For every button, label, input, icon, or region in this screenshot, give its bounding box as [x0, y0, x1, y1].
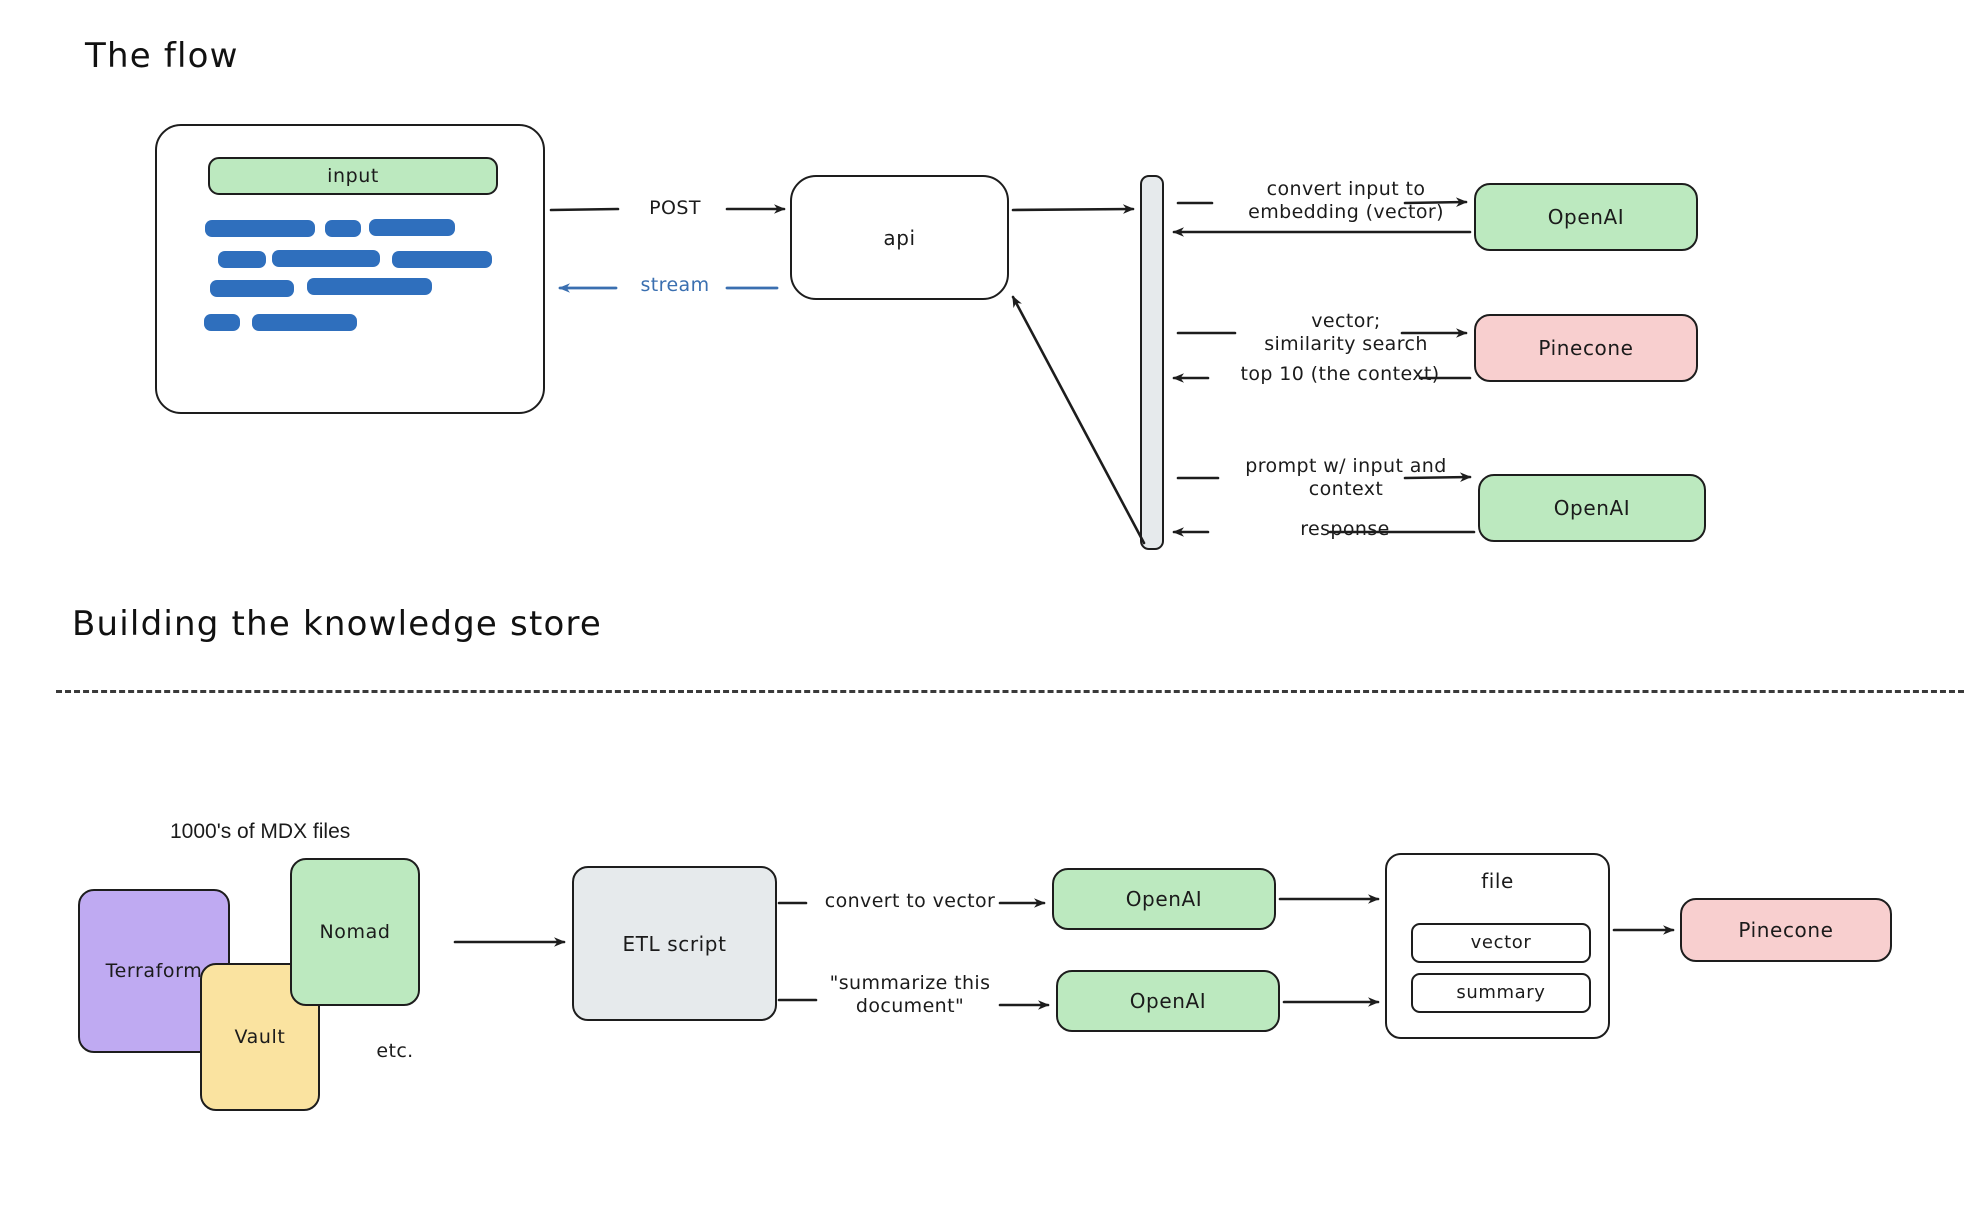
- sink-node-pinecone: Pinecone: [1680, 898, 1892, 962]
- placeholder-bar: [210, 280, 294, 297]
- placeholder-bar: [204, 314, 240, 331]
- file-record-field-label: summary: [1456, 982, 1546, 1003]
- etl-openai-summary-node: OpenAI: [1056, 970, 1280, 1032]
- service-node-pinecone: Pinecone: [1474, 314, 1698, 382]
- placeholder-bar: [252, 314, 357, 331]
- etl-node: ETL script: [572, 866, 777, 1021]
- arrow-lane-to-api-return: [1011, 295, 1146, 545]
- service-node-openai-embedding: OpenAI: [1474, 183, 1698, 251]
- branch-0-label: convert to vector: [824, 890, 996, 912]
- arrow-label-post: POST: [649, 197, 701, 219]
- etl-openai-label: OpenAI: [1129, 989, 1207, 1013]
- service-node-label: Pinecone: [1538, 336, 1634, 360]
- lane-1-request-label: vector; similarity search: [1264, 310, 1428, 356]
- source-card-label: Vault: [234, 1025, 286, 1048]
- sink-node-label: Pinecone: [1738, 918, 1834, 942]
- arrow-post-left-stub: [549, 207, 620, 212]
- etl-openai-label: OpenAI: [1125, 887, 1203, 911]
- placeholder-bar: [392, 251, 492, 268]
- lane-1-response-label: top 10 (the context): [1240, 363, 1440, 385]
- service-node-openai-completion: OpenAI: [1478, 474, 1706, 542]
- arrow-api-to-lane: [1011, 204, 1135, 214]
- api-node: api: [790, 175, 1009, 300]
- api-node-label: api: [883, 225, 916, 250]
- placeholder-bar: [307, 278, 432, 295]
- service-node-label: OpenAI: [1553, 496, 1631, 520]
- file-record-node: file vector summary: [1385, 853, 1610, 1039]
- section-title-the-flow: The flow: [85, 36, 239, 76]
- file-record-field-vector: vector: [1411, 923, 1591, 963]
- file-record-field-label: vector: [1470, 932, 1532, 953]
- lifeline-bar: [1140, 175, 1164, 550]
- section-title-knowledge-store: Building the knowledge store: [72, 604, 603, 644]
- placeholder-bar: [205, 220, 315, 237]
- file-record-title: file: [1481, 869, 1514, 893]
- input-field-label: input: [327, 164, 379, 187]
- placeholder-bar: [218, 251, 266, 268]
- input-field[interactable]: input: [208, 157, 498, 195]
- etl-openai-vector-node: OpenAI: [1052, 868, 1276, 930]
- lane-2-response-label: response: [1300, 518, 1390, 540]
- placeholder-bar: [272, 250, 380, 267]
- source-card-label: Nomad: [319, 920, 391, 943]
- placeholder-bar: [369, 219, 455, 236]
- file-record-field-summary: summary: [1411, 973, 1591, 1013]
- service-node-label: OpenAI: [1547, 205, 1625, 229]
- etl-node-label: ETL script: [622, 931, 727, 956]
- source-card-label: Terraform: [105, 959, 203, 982]
- sources-caption: 1000's of MDX files: [170, 820, 351, 843]
- lane-0-request-label: convert input to embedding (vector): [1248, 178, 1444, 224]
- source-card-nomad: Nomad: [290, 858, 420, 1006]
- lane-2-request-label: prompt w/ input and context: [1245, 455, 1447, 501]
- sources-etc-label: etc.: [376, 1040, 414, 1062]
- placeholder-bar: [325, 220, 361, 237]
- section-divider: [56, 690, 1964, 693]
- arrow-label-stream: stream: [640, 274, 710, 296]
- branch-1-label: "summarize this document": [829, 972, 991, 1018]
